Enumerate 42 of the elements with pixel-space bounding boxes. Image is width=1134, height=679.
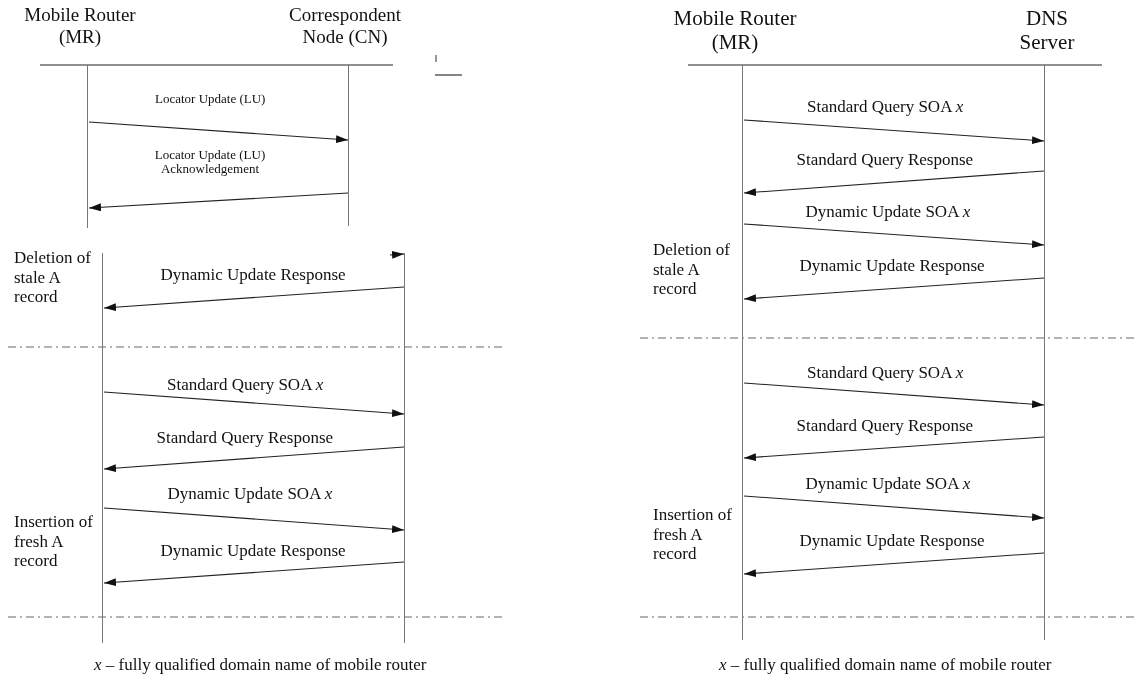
edge-label: Standard Query SOA x [165,376,326,395]
participant-label: DNS Server [1018,6,1076,55]
note-text: Deletion of stale A record [653,240,731,299]
edge-label: Dynamic Update Response [797,257,987,276]
message-arrow [88,121,349,144]
participant-label: Mobile Router (MR) [23,4,137,48]
edge-label: Locator Update (LU) [153,92,268,107]
message-arrow [103,561,405,587]
note-text: Insertion of fresh A record [653,505,733,564]
edge-label: Dynamic Update SOA x [803,475,973,494]
message-arrow [103,391,405,418]
message-arrow [743,277,1045,303]
note-text: Deletion of stale A record [14,248,92,307]
message-arrow [743,382,1045,409]
message-arrow [743,436,1045,462]
message-arrow [743,119,1045,145]
message-arrow [103,446,405,473]
edge-label: Standard Query SOA x [805,364,966,383]
lifeline [404,253,405,643]
note-text: Insertion of fresh A record [14,512,94,571]
edge-label: Standard Query Response [154,429,336,448]
edge-label: Dynamic Update SOA x [165,485,335,504]
edge-label: Standard Query SOA x [805,98,966,117]
message-arrow [743,495,1045,522]
lifeline [102,253,103,643]
message-arrow [103,286,405,312]
edge-label: Standard Query Response [794,417,976,436]
footnote: x – fully qualified domain name of mobile router [94,655,427,675]
message-arrow [88,192,349,212]
footnote: x – fully qualified domain name of mobile router [719,655,1052,675]
edge-label: Dynamic Update Response [158,266,348,285]
edge-label: Standard Query Response [794,151,976,170]
message-arrow [103,507,405,534]
message-arrow [389,250,405,259]
edge-label: Dynamic Update SOA x [803,203,973,222]
message-arrow [743,223,1045,249]
participant-label: Correspondent Node (CN) [288,4,402,48]
participant-label: Mobile Router (MR) [672,6,798,55]
edge-label: Dynamic Update Response [158,542,348,561]
edge-label: Dynamic Update Response [797,532,987,551]
message-arrow [743,170,1045,197]
message-arrow [743,552,1045,578]
